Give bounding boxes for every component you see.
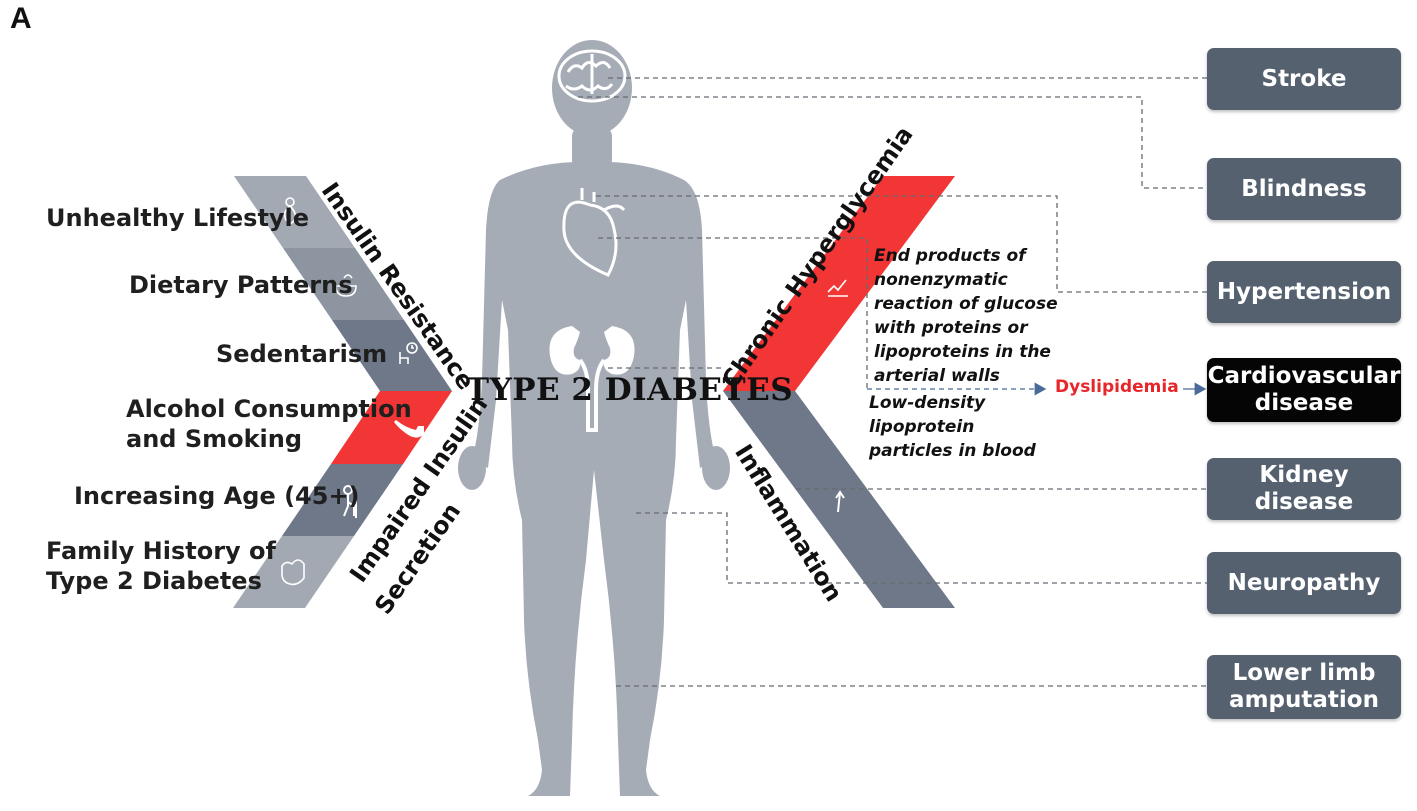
risk-factor-family-history-line2: Type 2 Diabetes — [46, 567, 262, 595]
brain-icon — [557, 49, 627, 103]
mechanism-line: particles in blood — [869, 441, 1036, 461]
center-title: TYPE 2 DIABETES — [466, 372, 794, 408]
risk-factor-sedentarism: Sedentarism — [216, 340, 388, 368]
risk-factor-family-history-line1: Family History of — [46, 537, 276, 565]
mechanism-line: reaction of glucose — [874, 294, 1058, 314]
complication-blindness: Blindness — [1207, 158, 1401, 220]
food-icon — [335, 274, 357, 297]
mechanism-line: End products of — [874, 246, 1026, 266]
mechanism-line: Low-density — [869, 393, 986, 413]
risk-factor-dietary-patterns: Dietary Patterns — [129, 271, 353, 299]
risk-factor-alcohol-line1: Alcohol Consumption — [126, 395, 412, 423]
left-chevron — [233, 176, 452, 608]
arrow-up-icon — [835, 490, 845, 513]
heart-icon — [562, 188, 626, 277]
risk-factor-increasing-age: Increasing Age (45+) — [74, 482, 360, 510]
complication-neuropathy: Neuropathy — [1207, 552, 1401, 614]
complication-kidney-disease: Kidney disease — [1207, 458, 1401, 520]
dyslipidemia-label: Dyslipidemia — [1055, 377, 1179, 397]
mechanism-line: with proteins or — [874, 318, 1028, 338]
panel-label: A — [10, 2, 32, 35]
mechanism-line: nonenzymatic — [874, 270, 1008, 290]
sitting-clock-icon — [399, 342, 418, 364]
complication-lower-limb-amputation: Lower limb amputation — [1207, 655, 1401, 719]
pregnant-person-icon — [283, 197, 297, 224]
connector-lines — [578, 77, 1207, 687]
mechanism-line: lipoproteins in the — [874, 342, 1051, 362]
pipe-icon — [394, 420, 424, 438]
complication-stroke: Stroke — [1207, 48, 1401, 110]
glucose-graph-icon — [827, 279, 848, 297]
risk-factor-alcohol-line2: and Smoking — [126, 425, 303, 453]
kidney-icon — [549, 326, 635, 432]
complication-hypertension: Hypertension — [1207, 261, 1401, 323]
elderly-person-icon — [343, 485, 357, 518]
risk-factor-unhealthy-lifestyle: Unhealthy Lifestyle — [46, 204, 310, 232]
complication-cardiovascular-disease: Cardiovascular disease — [1207, 358, 1401, 422]
family-hands-icon — [281, 559, 305, 586]
mechanism-line: lipoprotein — [869, 417, 975, 437]
mechanism-line: arterial walls — [874, 366, 1000, 386]
